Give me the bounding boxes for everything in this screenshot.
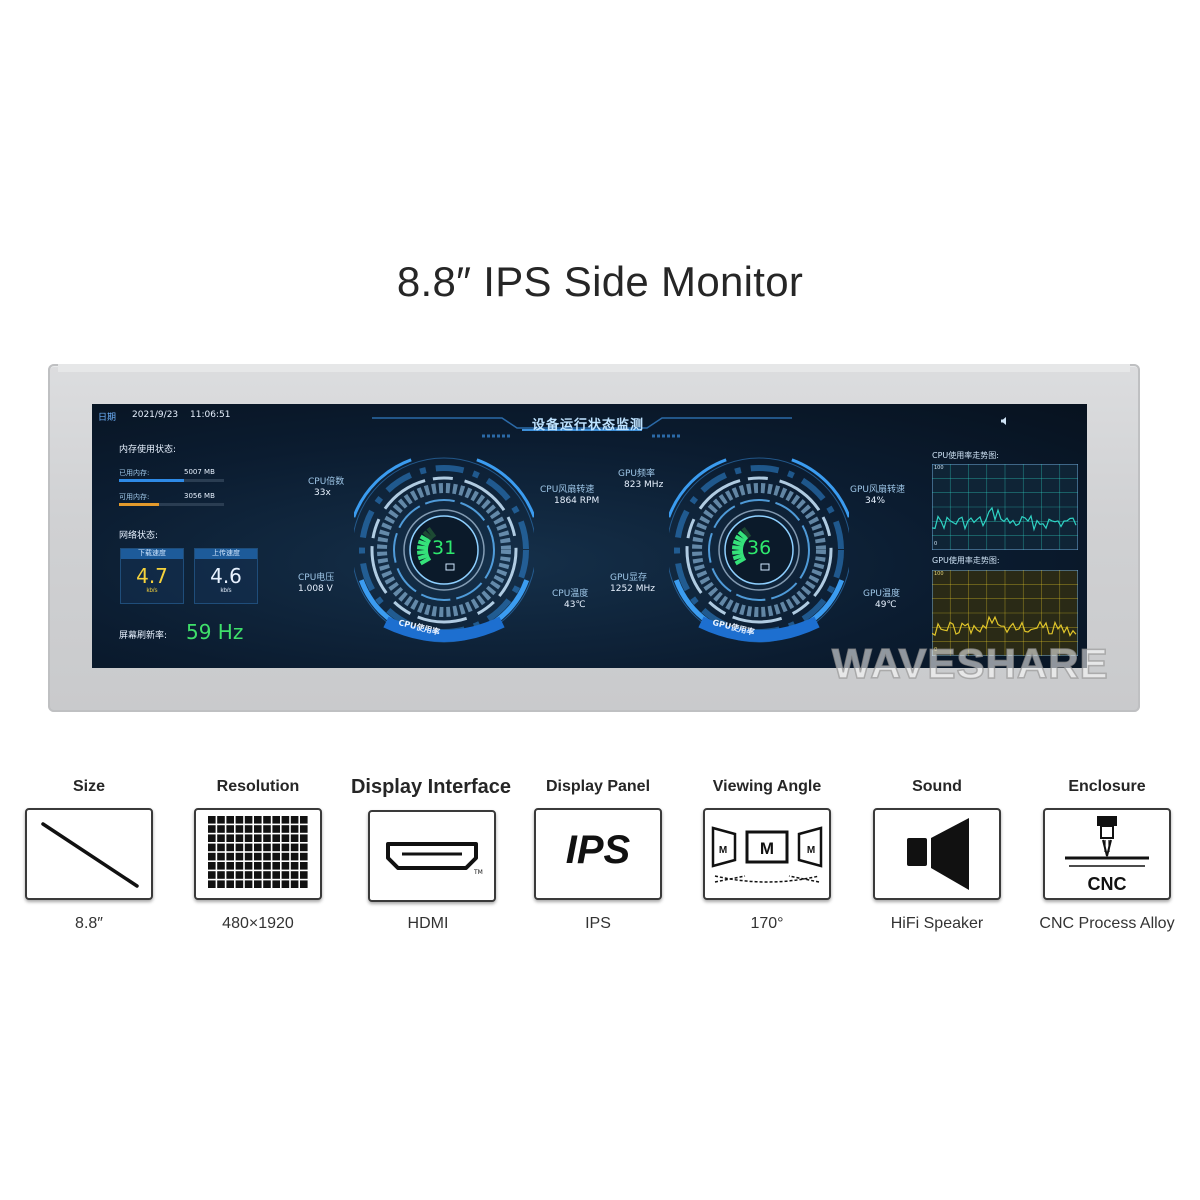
pixel-grid-icon <box>208 816 308 888</box>
viewing-angle-icon-text: M <box>760 839 774 858</box>
upload-value: 4.6 <box>210 564 242 588</box>
speaker-icon <box>1001 417 1006 425</box>
feature-value-interface: HDMI <box>407 915 449 932</box>
time-value: 11:06:51 <box>190 410 231 420</box>
memory-used-bar <box>119 479 224 482</box>
feature-label-size: Size <box>72 778 105 795</box>
feature-value-viewing-angle: 170° <box>750 915 784 932</box>
header-title: 设备运行状态监测 <box>532 418 645 433</box>
viewing-angle-left-text: M <box>719 845 727 856</box>
date-label: 日期 <box>98 413 117 423</box>
viewing-angle-right-text: M <box>807 845 815 856</box>
feature-label-enclosure: Enclosure <box>1068 778 1146 795</box>
refresh-label: 屏幕刷新率: <box>119 631 168 641</box>
download-unit: kb/s <box>146 588 158 594</box>
download-value: 4.7 <box>136 564 168 588</box>
cpu-usage-value: 31 <box>432 537 457 559</box>
diagonal-size-icon <box>41 822 139 888</box>
upload-label: 上传速度 <box>195 549 257 559</box>
download-panel: 下载速度 4.7 kb/s <box>120 548 184 604</box>
memory-free-label: 可用内存: <box>119 493 150 501</box>
refresh-value: 59 Hz <box>186 620 244 644</box>
svg-text:TM: TM <box>473 869 483 876</box>
hdmi-port-icon: TM <box>386 842 483 876</box>
feature-label-resolution: Resolution <box>216 778 300 795</box>
cpu-fan-label: CPU风扇转速 <box>540 485 595 495</box>
memory-used-value: 5007 MB <box>184 468 215 476</box>
memory-title: 内存使用状态: <box>119 445 177 455</box>
feature-label-sound: Sound <box>912 778 962 795</box>
cpu-temp-value: 43℃ <box>564 600 586 610</box>
cpu-voltage-label: CPU电压 <box>298 573 335 583</box>
upload-unit: kb/s <box>220 588 232 594</box>
feature-box-panel: IPS <box>534 808 662 900</box>
feature-box-size <box>25 808 153 900</box>
gpu-temp-label: GPU温度 <box>863 589 900 599</box>
date-value: 2021/9/23 <box>132 410 179 420</box>
feature-label-panel: Display Panel <box>545 778 651 795</box>
gpu-usage-value: 36 <box>747 537 772 559</box>
gpu-freq-value: 823 MHz <box>624 480 664 490</box>
gpu-mem-value: 1252 MHz <box>610 584 656 594</box>
monitor-frame-edge <box>58 364 1130 372</box>
header-banner <box>372 417 792 438</box>
gpu-mem-label: GPU显存 <box>610 573 647 583</box>
network-title: 网络状态: <box>119 531 159 541</box>
gpu-trend-max: 100 <box>934 571 944 577</box>
cnc-machine-icon: CNC <box>1065 816 1149 894</box>
download-label: 下载速度 <box>121 549 183 559</box>
cpu-cores-value: 33x <box>314 488 331 498</box>
gpu-fan-value: 34% <box>865 496 886 506</box>
feature-box-interface: TM <box>368 810 496 902</box>
cpu-temp-label: CPU温度 <box>552 589 589 599</box>
gpu-temp-value: 49℃ <box>875 600 897 610</box>
cpu-trend-min: 0 <box>934 541 938 547</box>
memory-free-value: 3056 MB <box>184 492 215 500</box>
viewing-angle-icon: M M M <box>711 826 823 883</box>
brand-watermark: WAVESHARE <box>831 639 1109 688</box>
feature-box-viewing-angle: M M M <box>703 808 831 900</box>
cpu-voltage-value: 1.008 V <box>298 584 333 594</box>
gpu-trend-chart <box>932 570 1078 656</box>
feature-value-sound: HiFi Speaker <box>890 915 984 932</box>
ips-text-icon: IPS <box>565 828 631 872</box>
cpu-trend-title: CPU使用率走势图: <box>932 451 999 460</box>
memory-free-bar <box>119 503 224 506</box>
feature-value-size: 8.8″ <box>75 915 103 932</box>
feature-value-enclosure: CNC Process Alloy <box>1039 915 1175 932</box>
gpu-trend-title: GPU使用率走势图: <box>932 556 1000 565</box>
monitor-screen: 日期 2021/9/23 11:06:51 设备运行状态监测 内存使用状态: 已… <box>92 404 1087 668</box>
page-title: 8.8″ IPS Side Monitor <box>396 258 804 305</box>
gpu-freq-label: GPU频率 <box>618 469 655 479</box>
feature-value-resolution: 480×1920 <box>222 915 294 932</box>
gpu-fan-label: GPU风扇转速 <box>850 485 905 495</box>
feature-box-enclosure: CNC <box>1043 808 1171 900</box>
cnc-icon-text: CNC <box>1088 874 1127 894</box>
cpu-fan-value: 1864 RPM <box>554 496 600 506</box>
cpu-gauge <box>354 457 534 643</box>
cpu-trend-chart <box>932 464 1078 550</box>
feature-label-interface: Display Interface <box>350 776 512 798</box>
memory-used-label: 已用内存: <box>119 469 150 477</box>
gpu-trend-min: 0 <box>934 647 938 653</box>
feature-box-sound <box>873 808 1001 900</box>
cpu-trend-max: 100 <box>934 465 944 471</box>
gpu-gauge <box>669 457 849 643</box>
feature-box-resolution <box>194 808 322 900</box>
feature-label-viewing-angle: Viewing Angle <box>712 778 822 795</box>
cpu-cores-label: CPU倍数 <box>308 477 345 487</box>
feature-value-panel: IPS <box>585 915 611 932</box>
speaker-icon <box>907 818 969 890</box>
upload-panel: 上传速度 4.6 kb/s <box>194 548 258 604</box>
